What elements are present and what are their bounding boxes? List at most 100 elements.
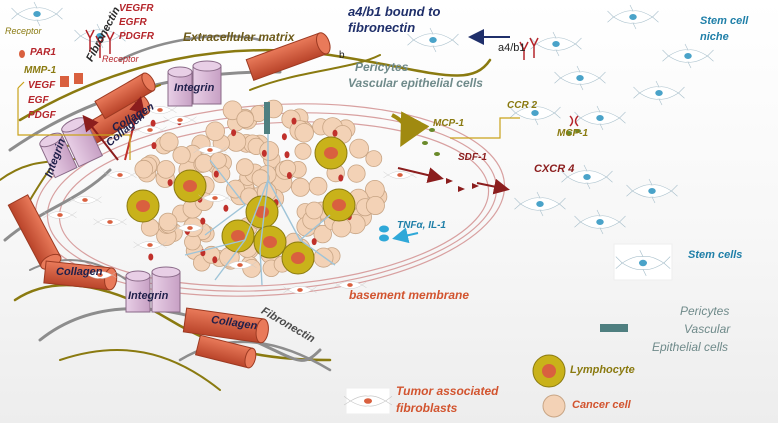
signal-arrows — [82, 29, 510, 244]
lymphocyte — [126, 189, 160, 223]
cancer-cell — [365, 150, 383, 168]
fibroblast — [103, 171, 137, 179]
label-tnfa-il1: TNFα, IL-1 — [397, 220, 446, 231]
stem-cell — [554, 65, 606, 91]
red-blood-cell — [281, 133, 287, 141]
fibroblast — [193, 146, 227, 154]
red-blood-cell — [151, 142, 157, 150]
fibroblast — [198, 194, 232, 202]
stem-cell — [662, 43, 714, 69]
stem-cell — [561, 164, 613, 190]
cancer-cell — [365, 195, 385, 215]
label-stem-cell-niche-1: Stem cell — [700, 15, 749, 27]
red-blood-cell — [284, 151, 290, 159]
red-blood-cell — [213, 170, 219, 178]
fibroblast — [173, 224, 207, 232]
stem-cell — [509, 100, 561, 126]
red-blood-cell — [311, 238, 317, 246]
fibroblast — [83, 271, 117, 279]
red-blood-cell — [150, 119, 156, 127]
cancer-cell — [347, 164, 366, 183]
pericyte-in-tumor — [264, 102, 270, 134]
label-stem-cell-niche-2: niche — [700, 31, 729, 43]
label-par1: PAR1 — [30, 47, 56, 58]
label-vegf: VEGF — [28, 80, 56, 91]
lymphocyte — [253, 225, 287, 259]
fibroblast — [133, 241, 167, 249]
fibroblast — [333, 281, 367, 289]
cancer-cell — [290, 177, 310, 197]
legend-icons — [345, 243, 673, 418]
stem-cell — [530, 31, 582, 57]
label-integrin-top: Integrin — [174, 82, 215, 94]
fibroblast — [283, 286, 317, 294]
tumor-cell-cluster — [126, 99, 388, 278]
label-integrin-bottom: Integrin — [128, 290, 169, 302]
sdf1-molecules — [446, 178, 479, 192]
stem-cell — [626, 178, 678, 204]
cancer-cell — [235, 158, 254, 177]
cancer-cell — [294, 142, 312, 160]
label-extracellular-matrix: Extracellular matrix — [183, 30, 295, 44]
label-pericytes-top: Pericytes — [355, 60, 409, 74]
cancer-cell — [313, 224, 332, 244]
label-basement-membrane: basement membrane — [349, 288, 470, 302]
integrin-receptors — [39, 60, 222, 313]
legend-cancer-cell: Cancer cell — [572, 399, 631, 411]
label-a4b1-arrow: a4/b1 — [498, 42, 526, 54]
label-vegfr: VEGFR — [119, 3, 154, 14]
label-a4b1-bound: a4/b1 bound to — [348, 4, 441, 19]
legend-taf-2: fibroblasts — [396, 401, 458, 415]
label-mmp1: MMP-1 — [24, 65, 57, 76]
label-a4b1-fibronectin: fibronectin — [348, 20, 416, 35]
growth-factor-markers — [19, 50, 83, 87]
cancer-cell — [236, 110, 255, 129]
red-blood-cell — [212, 256, 218, 264]
stem-cells — [11, 1, 714, 235]
red-blood-cell — [286, 172, 292, 179]
cancer-cell — [194, 153, 214, 173]
legend-cell-glyphs — [343, 250, 671, 407]
cancer-cell — [209, 151, 227, 169]
legend-stem-cells: Stem cells — [688, 249, 743, 261]
lymphocyte — [314, 136, 348, 170]
cancer-cell — [158, 212, 178, 232]
label-mcp1-top: MCP-1 — [433, 118, 465, 129]
fibroblast — [133, 126, 167, 134]
fibroblast — [163, 116, 197, 124]
label-b: b — [339, 50, 345, 61]
red-blood-cell — [167, 179, 173, 187]
stem-cell — [407, 27, 459, 53]
red-blood-cell — [338, 174, 344, 182]
stem-cell — [574, 209, 626, 235]
label-vascular-epithelial-top: Vascular epithelial cells — [348, 76, 483, 90]
label-pdgfr: PDGFR — [119, 31, 154, 42]
legend-pericytes-3: Epithelial cells — [652, 340, 729, 354]
label-egf: EGF — [28, 95, 49, 106]
label-egfr: EGFR — [119, 17, 147, 28]
cancer-cell — [172, 146, 191, 165]
red-blood-cell — [261, 149, 267, 157]
label-pdgf: PDGF — [28, 110, 56, 121]
vessel-branches — [184, 110, 336, 286]
label-receptor-left: Receptor — [5, 26, 42, 36]
cancer-cell — [305, 201, 324, 220]
cancer-cell — [134, 159, 154, 179]
red-blood-cell — [148, 253, 154, 261]
cancer-cell — [205, 121, 226, 142]
red-blood-cell — [231, 129, 237, 137]
tnf-molecules — [379, 225, 389, 242]
legend-pericytes-2: Vascular — [684, 322, 731, 336]
lymphocyte — [221, 219, 255, 253]
lymphocyte — [173, 169, 207, 203]
fibroblast — [68, 196, 102, 204]
fibroblast — [223, 261, 257, 269]
label-collagen-left: Collagen — [56, 266, 103, 278]
legend-fibroblast-icon — [343, 395, 393, 407]
cancer-cell — [308, 176, 328, 196]
receptor-glyphs — [85, 29, 579, 127]
stem-cell — [514, 191, 566, 217]
cancer-cell — [349, 138, 370, 159]
lymphocyte — [281, 241, 315, 275]
